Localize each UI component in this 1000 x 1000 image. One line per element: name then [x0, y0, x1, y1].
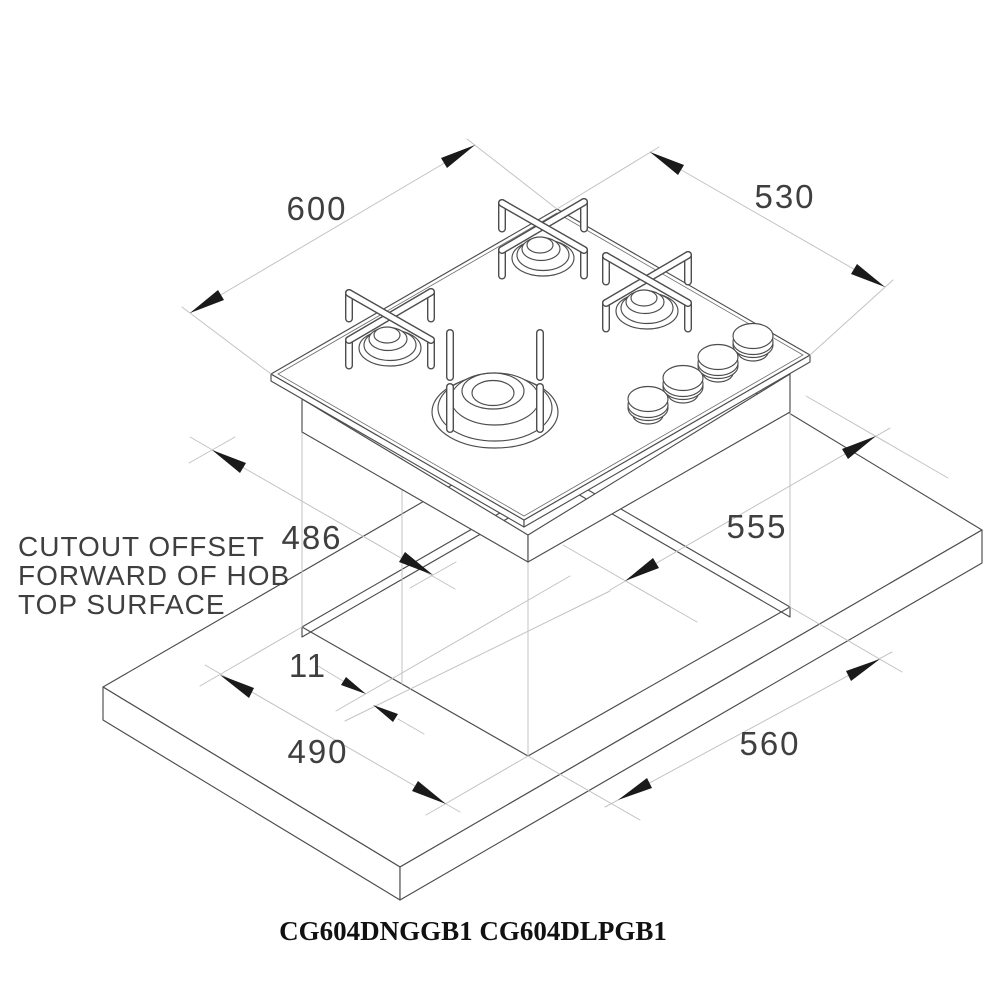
- arrowhead: [650, 152, 684, 175]
- dim-560-label: 560: [739, 725, 800, 762]
- dim-490-label: 490: [287, 733, 348, 770]
- arrowhead: [373, 705, 398, 722]
- burner-wok: [431, 329, 559, 449]
- projection-lines: [301, 411, 791, 757]
- arrowhead: [220, 675, 254, 698]
- gas-hob: [270, 198, 811, 563]
- arrowhead: [842, 436, 876, 459]
- arrowhead: [618, 778, 652, 800]
- model-numbers: CG604DNGGB1 CG604DLPGB1: [279, 916, 667, 946]
- control-knobs: [627, 322, 774, 425]
- note-line-3: TOP SURFACE: [18, 589, 226, 620]
- dimension-560: 560: [527, 606, 903, 821]
- dimension-600: 600: [181, 138, 558, 375]
- arrowhead: [341, 677, 366, 694]
- note-line-1: CUTOUT OFFSET: [18, 531, 265, 562]
- knob-2: [662, 364, 704, 404]
- arrowhead: [441, 145, 475, 168]
- hob-body-front-right-face: [527, 373, 791, 563]
- arrowhead: [190, 290, 224, 313]
- dim-600-label: 600: [286, 190, 347, 227]
- dimension-555: 555: [562, 395, 949, 623]
- dim-11-label: 11: [289, 647, 327, 684]
- arrowhead: [851, 264, 885, 287]
- pan-support-right: [602, 251, 692, 333]
- knob-1: [627, 385, 669, 425]
- burner-rear: [498, 198, 588, 280]
- pan-support-rear: [498, 198, 588, 280]
- dim-530-label: 530: [754, 178, 815, 215]
- burner-left: [345, 288, 435, 370]
- pan-support-left: [345, 288, 435, 370]
- hob-glass-inner-outline: [277, 212, 804, 517]
- knob-4: [732, 322, 774, 362]
- arrowhead: [399, 552, 433, 575]
- burner-right: [602, 251, 692, 333]
- cutout-note: CUTOUT OFFSET FORWARD OF HOB TOP SURFACE: [18, 531, 290, 620]
- arrowhead: [846, 659, 880, 681]
- dimension-530: 530: [556, 146, 894, 356]
- dim-555-label: 555: [726, 508, 787, 545]
- countertop-front-right-face: [399, 529, 983, 901]
- knob-3: [697, 343, 739, 383]
- arrowhead: [212, 450, 246, 473]
- dimension-490: 490: [199, 626, 529, 816]
- dim-486-label: 486: [281, 519, 342, 556]
- arrowhead: [625, 558, 659, 581]
- arrowhead: [412, 781, 446, 804]
- countertop: [102, 349, 983, 901]
- note-line-2: FORWARD OF HOB: [18, 560, 290, 591]
- dimension-11: 11: [289, 647, 425, 735]
- dimension-486: 486: [188, 436, 457, 590]
